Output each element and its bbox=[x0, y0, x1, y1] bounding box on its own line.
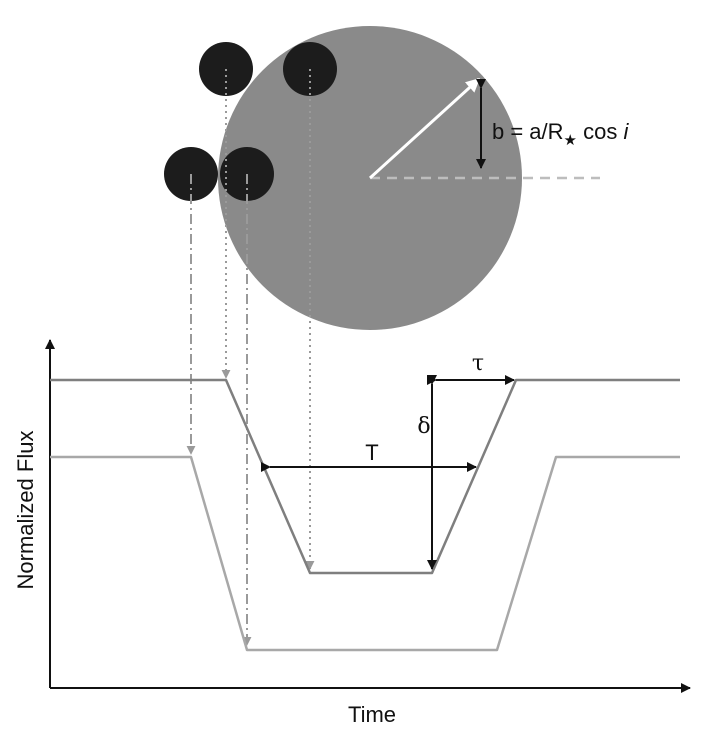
x-axis-label: Time bbox=[348, 702, 396, 727]
impact-parameter-lhs: b = a/R bbox=[492, 119, 564, 144]
total-duration-label: T bbox=[365, 440, 378, 465]
stellar-radius-arrow bbox=[368, 77, 481, 180]
ingress-duration-label: τ bbox=[472, 351, 484, 376]
light-curve-lower bbox=[50, 455, 680, 652]
impact-parameter-label: b = a/R★ cos i bbox=[492, 119, 629, 149]
depth-label: δ bbox=[417, 414, 430, 439]
stellar-symbol: ★ bbox=[564, 132, 577, 149]
light-curve-upper bbox=[50, 378, 680, 575]
y-axis-label: Normalized Flux bbox=[13, 431, 38, 590]
impact-parameter-i: i bbox=[623, 119, 629, 144]
impact-parameter-cos: cos bbox=[577, 119, 623, 144]
